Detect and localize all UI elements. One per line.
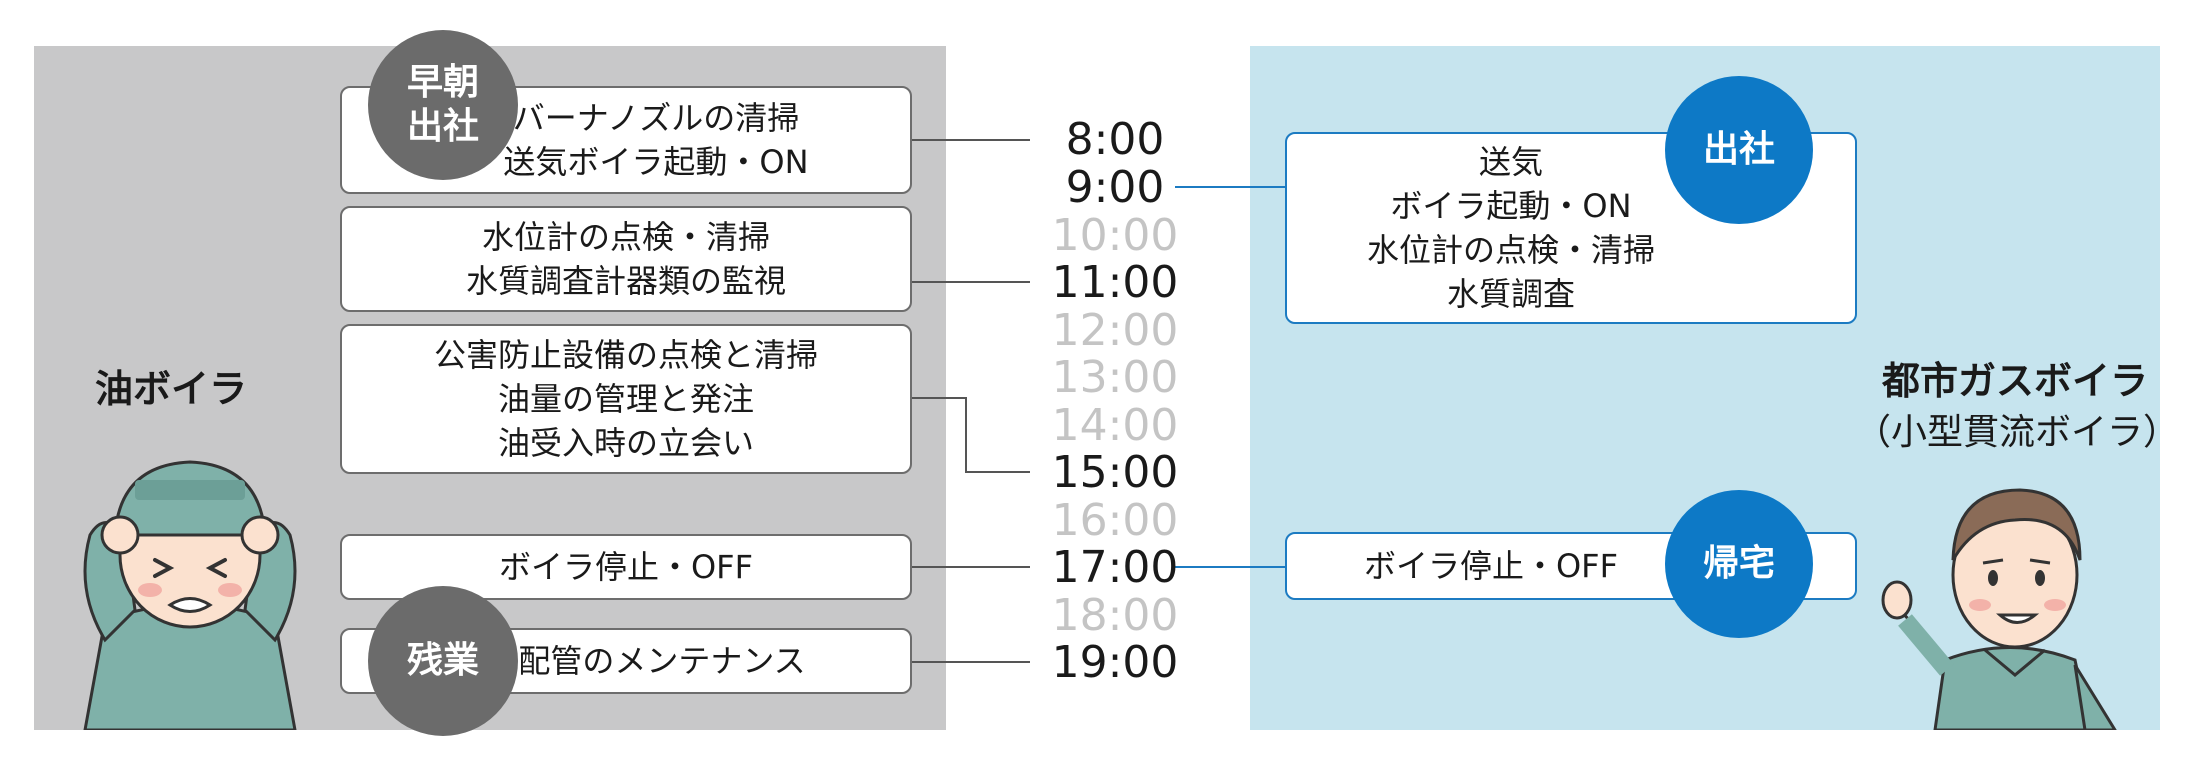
task-line: 水位計の点検・清掃	[1366, 231, 1655, 269]
arrive-badge: 出社	[1665, 76, 1813, 224]
task-line: ボイラ停止・OFF	[1363, 547, 1618, 585]
time-label: 11:00	[1051, 257, 1179, 308]
time-label: 17:00	[1051, 542, 1179, 593]
task-line: 送気	[1478, 143, 1543, 181]
badge-line: 出社	[406, 106, 479, 147]
time-label: 13:00	[1051, 352, 1179, 403]
time-label: 14:00	[1051, 400, 1179, 451]
task-line: 水質調査	[1446, 275, 1575, 313]
time-label: 18:00	[1051, 590, 1179, 641]
early-arrival-badge: 早朝 出社	[368, 30, 518, 180]
connector-line-15	[910, 397, 1030, 473]
badge-text: 帰宅	[1702, 543, 1775, 584]
task-line: 送気ボイラ起動・ON	[503, 143, 809, 181]
time-label: 8:00	[1065, 114, 1165, 165]
task-line: 公害防止設備の点検と清掃	[433, 336, 818, 374]
time-label: 10:00	[1051, 210, 1179, 261]
badge-line: 早朝	[406, 62, 479, 103]
time-label: 15:00	[1051, 447, 1179, 498]
task-line: 油配管のメンテナンス	[486, 642, 806, 680]
time-label: 19:00	[1051, 637, 1179, 688]
gas-boiler-subtitle: （小型貫流ボイラ）	[1855, 412, 2180, 453]
time-label: 16:00	[1051, 495, 1179, 546]
task-box-pollution: 公害防止設備の点検と清掃 油量の管理と発注 油受入時の立会い	[340, 324, 912, 474]
oil-boiler-title: 油ボイラ	[95, 367, 248, 411]
overtime-badge: 残業	[368, 586, 518, 736]
worried-worker-illustration	[83, 460, 297, 730]
task-line: 水位計の点検・清掃	[481, 218, 770, 256]
gas-boiler-title: 都市ガスボイラ	[1881, 359, 2148, 403]
badge-text: 残業	[406, 640, 479, 681]
task-box-water-level: 水位計の点検・清掃 水質調査計器類の監視	[340, 206, 912, 312]
badge-text: 出社	[1702, 129, 1775, 170]
task-line: ボイラ起動・ON	[1390, 187, 1632, 225]
happy-worker-illustration	[1881, 488, 2117, 730]
task-line: バーナノズルの清掃	[512, 99, 800, 137]
leave-home-badge: 帰宅	[1665, 490, 1813, 638]
gas-boiler-title-block: 都市ガスボイラ （小型貫流ボイラ）	[1855, 355, 2180, 459]
task-line: 水質調査計器類の監視	[465, 262, 786, 300]
task-line: 油受入時の立会い	[497, 424, 754, 462]
time-label: 12:00	[1051, 305, 1179, 356]
task-line: ボイラ停止・OFF	[498, 548, 753, 586]
task-line: 油量の管理と発注	[497, 380, 754, 418]
time-label: 9:00	[1065, 162, 1165, 213]
